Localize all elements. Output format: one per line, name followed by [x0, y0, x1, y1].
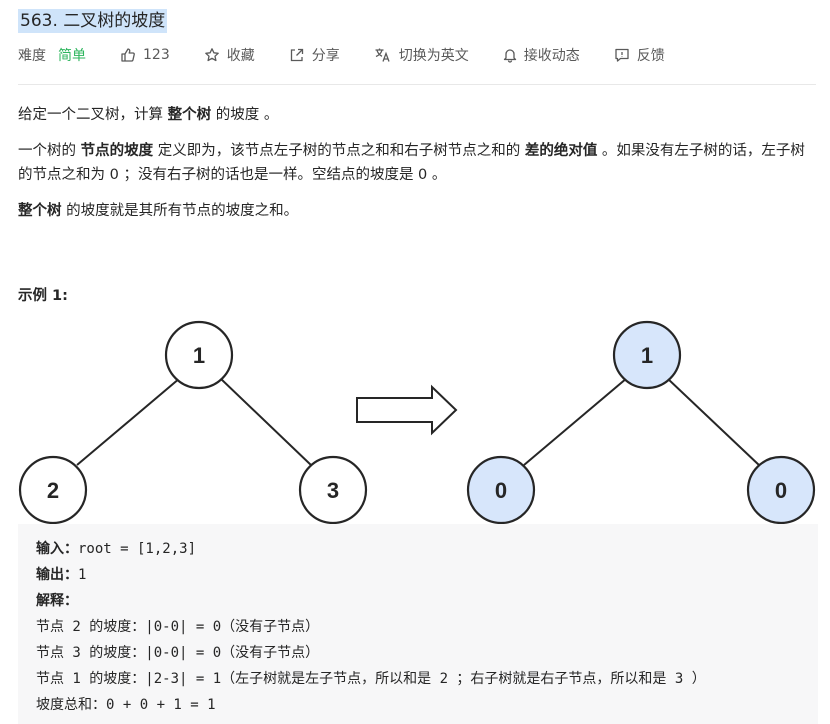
explain-line: 坡度总和：0 + 0 + 1 = 1: [36, 697, 216, 713]
svg-text:2: 2: [47, 478, 59, 503]
collect-label: 收藏: [226, 48, 255, 64]
tree-node: 2: [18, 455, 88, 524]
like-count: 123: [143, 47, 170, 63]
example-code-block: 输入：root = [1,2,3] 输出：1 解释： 节点 2 的坡度：|0-0…: [18, 524, 818, 724]
svg-text:1: 1: [641, 343, 653, 368]
example-tree-diagram: 1 2 3 1 0 0: [18, 320, 816, 524]
subscribe-button[interactable]: 接收动态: [503, 45, 580, 65]
svg-text:3: 3: [327, 478, 339, 503]
example-explain-label: 解释：: [36, 593, 78, 609]
description-paragraph-1: 给定一个二叉树，计算 整个树 的坡度 。: [18, 107, 279, 123]
example-input-line: 输入：root = [1,2,3]: [36, 541, 197, 557]
bell-icon: [503, 49, 516, 63]
switch-language-button[interactable]: 切换为英文: [374, 45, 469, 65]
problem-description: 给定一个二叉树，计算 整个树 的坡度 。 一个树的 节点的坡度 定义即为，该节点…: [18, 103, 818, 235]
feedback-button[interactable]: 反馈: [614, 45, 665, 65]
page-title: 563. 二叉树的坡度: [18, 9, 168, 33]
explain-line: 节点 3 的坡度：|0-0| = 0（没有子节点）: [36, 645, 320, 661]
explain-line: 节点 2 的坡度：|0-0| = 0（没有子节点）: [36, 619, 320, 635]
example-output-line: 输出：1: [36, 567, 87, 583]
tree-node: 3: [298, 455, 368, 524]
switch-language-label: 切换为英文: [398, 48, 469, 64]
description-paragraph-3: 整个树 的坡度就是其所有节点的坡度之和。: [18, 203, 299, 219]
header-divider: [18, 84, 816, 85]
feedback-icon: [615, 48, 629, 62]
subscribe-label: 接收动态: [523, 48, 580, 64]
tree-edge: [523, 377, 628, 466]
thumbs-up-icon: [121, 48, 135, 62]
problem-meta-bar: 难度 简单 123 收藏 分享 切换为英文 接收动态 反馈: [18, 44, 699, 66]
description-paragraph-2: 一个树的 节点的坡度 定义即为，该节点左子树的节点之和和右子树节点之和的 差的绝…: [18, 143, 805, 183]
share-button[interactable]: 分享: [289, 45, 340, 65]
explain-line: 节点 1 的坡度：|2-3| = 1（左子树就是左子节点，所以和是 2 ；右子树…: [36, 671, 706, 687]
tree-node: 0: [746, 455, 816, 524]
star-icon: [204, 48, 219, 62]
example-title: 示例 1:: [18, 288, 68, 304]
difficulty-label: 难度: [18, 48, 46, 64]
share-label: 分享: [311, 48, 340, 64]
tree-node: 1: [612, 320, 682, 390]
feedback-label: 反馈: [636, 48, 665, 64]
transform-arrow-icon: [356, 384, 458, 436]
tree-edge: [76, 377, 181, 466]
svg-text:0: 0: [775, 478, 787, 503]
collect-button[interactable]: 收藏: [204, 45, 255, 65]
svg-text:0: 0: [495, 478, 507, 503]
tree-edge: [666, 377, 761, 467]
share-icon: [290, 48, 303, 62]
tree-edge: [219, 377, 313, 467]
tree-node: 1: [164, 320, 234, 390]
like-button[interactable]: 123: [120, 47, 170, 63]
tree-node: 0: [466, 455, 536, 524]
svg-text:1: 1: [193, 343, 205, 368]
translate-icon: [375, 48, 390, 62]
difficulty-badge: 简单: [58, 48, 86, 64]
